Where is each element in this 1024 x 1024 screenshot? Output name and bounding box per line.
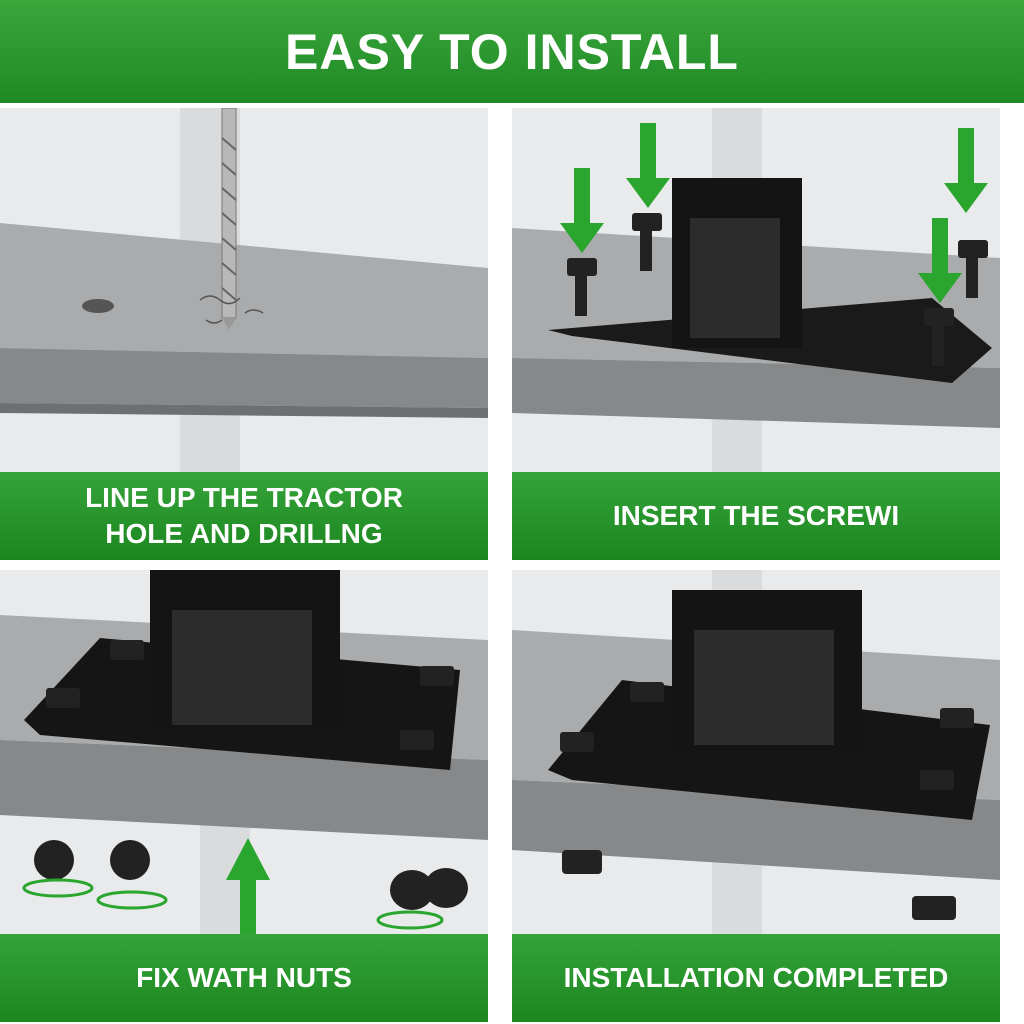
nut-icon (34, 640, 468, 910)
step-panel-completed: INSTALLATION COMPLETED (512, 570, 1000, 1022)
rotate-arrow-icon (22, 878, 444, 930)
arrow-down-icon (560, 123, 988, 303)
step-caption: INSERT THE SCREWI (512, 472, 1000, 560)
step-caption: LINE UP THE TRACTOR HOLE AND DRILLNG (0, 472, 488, 560)
step-panel-nuts: FIX WATH NUTS (0, 570, 488, 1022)
bolt-icon (567, 213, 988, 366)
completed-illustration (512, 570, 1000, 1022)
step-panel-drill: LINE UP THE TRACTOR HOLE AND DRILLNG (0, 108, 488, 560)
step-caption: FIX WATH NUTS (0, 934, 488, 1022)
title-banner: EASY TO INSTALL (0, 0, 1024, 103)
step-caption: INSTALLATION COMPLETED (512, 934, 1000, 1022)
arrow-up-icon (226, 838, 270, 940)
bolt-icon (560, 682, 974, 920)
step-panel-screws: INSERT THE SCREWI (512, 108, 1000, 560)
page-title: EASY TO INSTALL (285, 23, 739, 80)
